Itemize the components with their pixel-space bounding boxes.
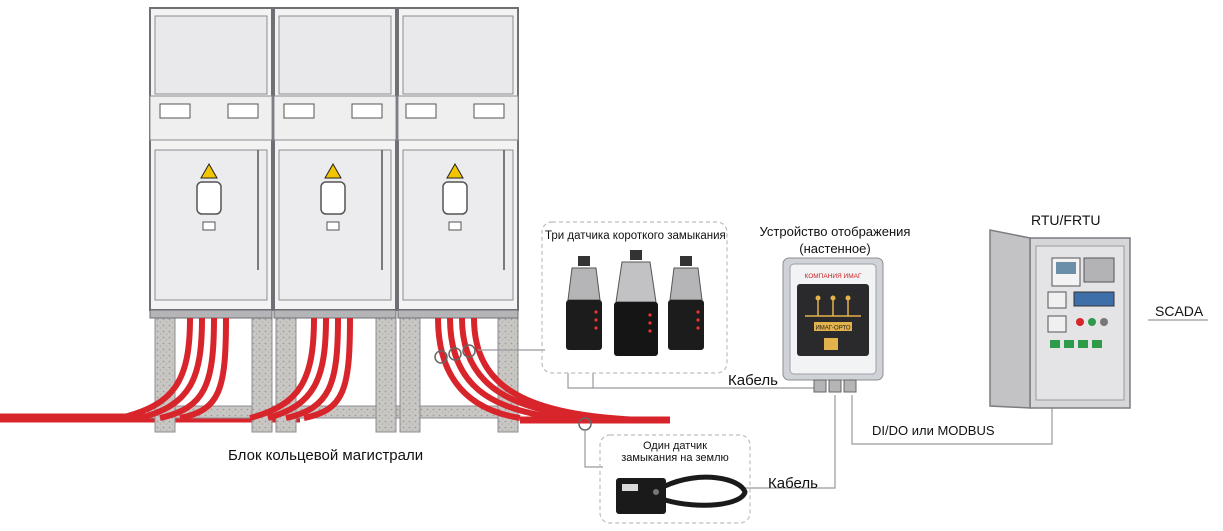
cable-bundle-2 [249,317,353,421]
display-device-label-line2: (настенное) [799,241,871,256]
rtu-cabinet [989,229,1131,409]
rtu-label: RTU/FRTU [1031,212,1101,228]
cabinet-2 [273,7,397,433]
ground-sensor-label-line2: замыкания на землю [621,452,729,464]
cable-bundle-1 [119,317,229,421]
display-device: КОМПАНИЯ ИМАГ ИМАГ-ОРТО [782,257,884,393]
display-plate: ИМАГ-ОРТО [815,326,850,332]
three-sensors-label: Три датчика короткого замыкания [545,230,726,242]
sensor-2 [614,250,658,356]
sensor-clamp-a [434,350,448,364]
cabinet-3 [397,7,519,433]
connector-lines [478,319,1208,489]
cabinet-1 [149,7,273,433]
ground-sensor-loop [663,474,748,508]
ground-sensor-label-line1: Один датчик [642,440,708,452]
protocol-label: DI/DO или MODBUS [872,423,995,438]
display-device-label-line1: Устройство отображения [759,224,911,239]
ring-main-unit [0,7,670,433]
cable-label-lower: Кабель [768,475,818,492]
cable-bundle-3 [435,317,641,423]
display-brand: КОМПАНИЯ ИМАГ [805,273,862,280]
cable-label-upper: Кабель [728,372,778,389]
sensor-clamp-c [462,344,476,358]
sensor-clamp-b [448,347,462,361]
ground-sensor-body [616,478,666,514]
rtu-door [989,229,1031,409]
ground-sensor-box [599,434,751,524]
sensor-1 [566,256,602,350]
three-sensors-box [541,221,728,374]
scada-label: SCADA [1155,303,1204,319]
ring-main-unit-label: Блок кольцевой магистрали [228,447,424,464]
sensor-3 [668,256,704,350]
